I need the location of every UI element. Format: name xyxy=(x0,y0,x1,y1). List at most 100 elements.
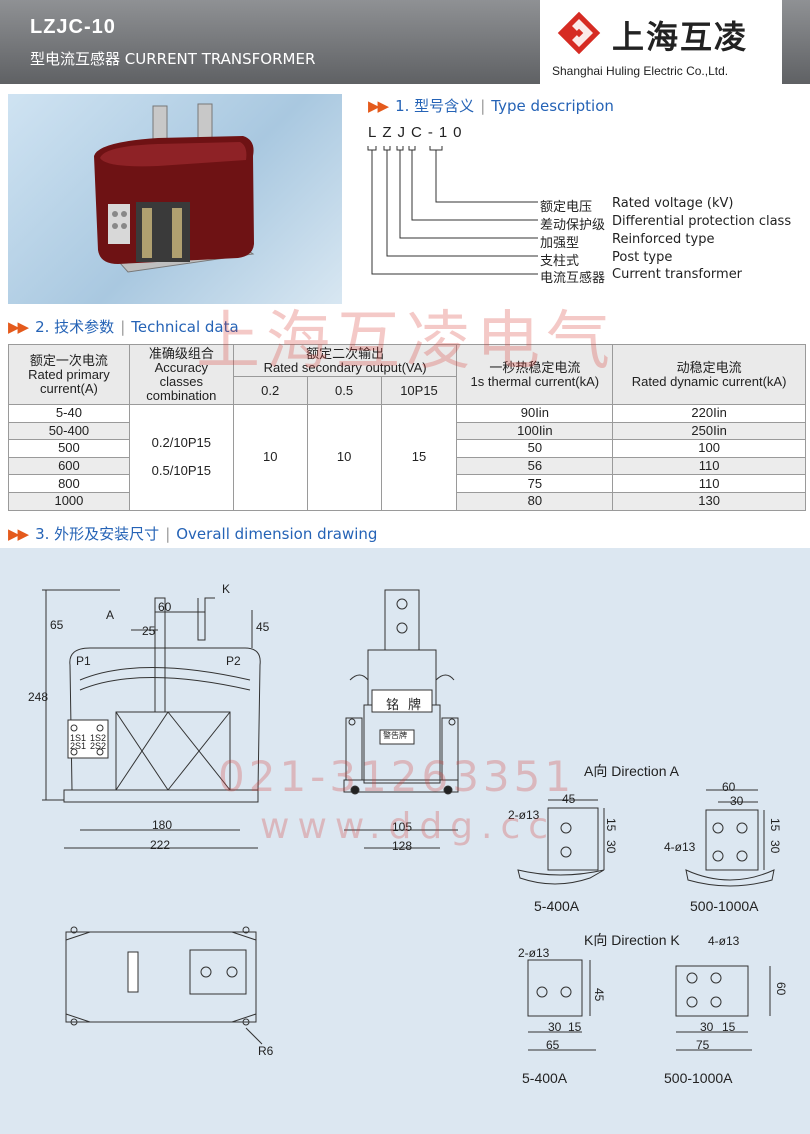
k2-dim-30: 30 xyxy=(700,1020,714,1034)
desc-cn-2: 差动保护级 xyxy=(540,218,606,233)
k1-dim-65: 65 xyxy=(546,1038,560,1052)
section-3-number: 3. xyxy=(35,525,50,543)
a1-caption: 5-400A xyxy=(534,898,580,914)
section-2-title-cn: 技术参数 xyxy=(54,318,115,336)
model-title: LZJC-10 xyxy=(30,16,116,38)
cell-primary: 800 xyxy=(8,474,130,493)
terminal-1s2: 1S2 xyxy=(90,733,107,743)
a1-dim-15: 15 xyxy=(604,818,618,832)
section-3-title-cn: 外形及安装尺寸 xyxy=(54,525,160,543)
transformer-illustration xyxy=(94,103,255,273)
dim-45: 45 xyxy=(256,620,270,634)
dim-248: 248 xyxy=(28,690,49,704)
logo-name-cn: 上海互凌 xyxy=(612,18,749,56)
cell-primary: 5-40 xyxy=(8,404,130,423)
terminal-p2: P2 xyxy=(226,654,241,668)
cell-dynamic: 250Iin xyxy=(612,421,806,441)
terminal-p1: P1 xyxy=(76,654,91,668)
section-2-heading: ▶▶2. 技术参数|Technical data xyxy=(8,318,239,336)
a2-dim-30: 30 xyxy=(730,794,744,808)
cell-primary: 50-400 xyxy=(8,421,130,441)
desc-en-3: Reinforced type xyxy=(612,232,715,247)
terminal-2s1: 2S1 xyxy=(70,741,87,751)
dim-a: A xyxy=(106,608,115,622)
dim-65: 65 xyxy=(50,618,64,632)
desc-cn-5: 电流互感器 xyxy=(540,271,606,286)
direction-k-label: K向 Direction K xyxy=(584,932,680,948)
desc-en-4: Post type xyxy=(612,250,673,265)
cell-primary: 600 xyxy=(8,456,130,476)
arrow-icon: ▶▶ xyxy=(368,97,389,115)
dim-222: 222 xyxy=(150,838,171,852)
terminal-2s2: 2S2 xyxy=(90,741,107,751)
header-sub-10p15: 10P15 xyxy=(380,376,458,405)
cell-dynamic: 110 xyxy=(612,474,806,493)
company-logo: 上海互凌 Shanghai Huling Electric Co.,Ltd. xyxy=(540,0,782,84)
product-photo xyxy=(8,94,342,304)
cell-dynamic: 220Iin xyxy=(612,404,806,423)
type-code-leader-lines xyxy=(367,146,538,275)
cell-dynamic: 130 xyxy=(612,491,806,511)
logo-diamond-icon xyxy=(557,11,601,55)
section-1-title-cn: 型号含义 xyxy=(414,97,475,115)
a1-dim-45: 45 xyxy=(562,792,576,806)
arrow-icon: ▶▶ xyxy=(8,525,29,543)
terminal-1s1: 1S1 xyxy=(70,733,87,743)
k2-dim-75: 75 xyxy=(696,1038,710,1052)
page-subtitle: 型电流互感器 CURRENT TRANSFORMER xyxy=(30,50,316,68)
direction-a-label: A向 Direction A xyxy=(584,763,679,779)
a2-dim-60: 60 xyxy=(722,780,736,794)
logo-name-en: Shanghai Huling Electric Co.,Ltd. xyxy=(552,64,729,78)
dim-128: 128 xyxy=(392,839,413,853)
a2-dim-30b: 30 xyxy=(768,840,782,854)
cell-thermal: 80 xyxy=(456,491,614,511)
dimension-drawing xyxy=(42,589,775,1051)
desc-en-2: Differential protection class xyxy=(612,214,792,229)
a2-dim-15: 15 xyxy=(768,818,782,832)
dim-105: 105 xyxy=(392,820,413,834)
cell-output-0-2: 10 xyxy=(232,404,308,511)
dim-180: 180 xyxy=(152,818,173,832)
section-2-number: 2. xyxy=(35,318,50,336)
dim-r6: R6 xyxy=(258,1044,274,1058)
cell-thermal: 90Iin xyxy=(456,404,614,423)
cell-thermal: 75 xyxy=(456,474,614,493)
k2-caption: 500-1000A xyxy=(664,1070,733,1086)
cell-thermal: 50 xyxy=(456,439,614,458)
dimension-drawing-panel: 65 248 A 60 25 45 K P1 P2 1S1 1S2 2S1 2S… xyxy=(0,548,810,1134)
cell-dynamic: 100 xyxy=(612,439,806,458)
k1-dim-30: 30 xyxy=(548,1020,562,1034)
k1-dim-45: 45 xyxy=(592,988,606,1002)
header-sub-0-2: 0.2 xyxy=(232,376,308,405)
k2-holes: 4-ø13 xyxy=(708,934,740,948)
cell-dynamic: 110 xyxy=(612,456,806,476)
desc-cn-3: 加强型 xyxy=(540,236,580,251)
header-bar: LZJC-10 型电流互感器 CURRENT TRANSFORMER 上海互凌 … xyxy=(0,0,810,84)
a2-caption: 500-1000A xyxy=(690,898,759,914)
section-3-title-en: Overall dimension drawing xyxy=(176,525,378,543)
cell-thermal: 56 xyxy=(456,456,614,476)
k1-caption: 5-400A xyxy=(522,1070,568,1086)
desc-cn-4: 支柱式 xyxy=(540,254,580,269)
k2-dim-15: 15 xyxy=(722,1020,736,1034)
cell-primary: 500 xyxy=(8,439,130,458)
nameplate-char-2: 牌 xyxy=(408,697,422,712)
section-1-heading: ▶▶1. 型号含义|Type description xyxy=(368,97,614,115)
dim-60: 60 xyxy=(158,600,172,614)
cell-thermal: 100Iin xyxy=(456,421,614,441)
a1-dim-30: 30 xyxy=(604,840,618,854)
desc-cn-1: 额定电压 xyxy=(540,200,593,215)
dim-25: 25 xyxy=(142,624,156,638)
section-3-heading: ▶▶3. 外形及安装尺寸|Overall dimension drawing xyxy=(8,525,378,543)
k1-dim-15: 15 xyxy=(568,1020,582,1034)
section-1-number: 1. xyxy=(395,97,410,115)
cell-output-0-5: 10 xyxy=(306,404,382,511)
